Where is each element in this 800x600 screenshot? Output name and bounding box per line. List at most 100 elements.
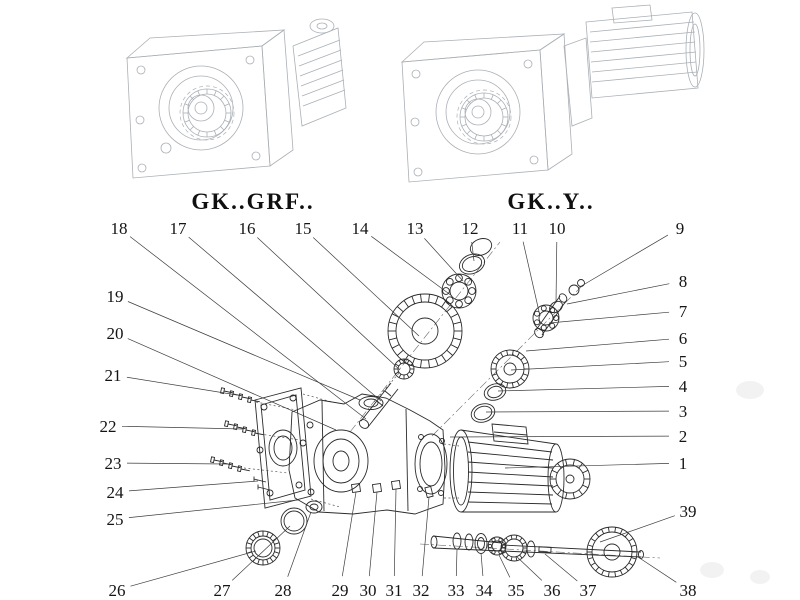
gearbox-grf-illustration (125, 18, 347, 179)
leader-line-27 (231, 525, 291, 581)
leader-line-3 (485, 410, 670, 413)
callout-number-15: 15 (295, 219, 312, 238)
callout-number-11: 11 (512, 219, 528, 238)
leader-line-6 (525, 338, 670, 352)
generated-parts (209, 273, 638, 578)
callout-number-3: 3 (679, 402, 688, 421)
callout-number-38: 38 (680, 581, 697, 600)
leader-line-36 (515, 555, 543, 581)
leader-line-30 (368, 491, 378, 577)
leader-line-24 (128, 480, 259, 492)
callout-number-4: 4 (679, 377, 688, 396)
leader-line-1 (504, 463, 670, 469)
leader-line-15 (312, 237, 420, 337)
gear-housing (288, 393, 448, 515)
leader-line-14 (371, 236, 453, 297)
leader-line-20 (127, 338, 337, 431)
shims-and-keys (350, 479, 434, 499)
callout-number-5: 5 (679, 352, 688, 371)
callout-number-29: 29 (332, 581, 349, 600)
callout-number-6: 6 (679, 329, 688, 348)
callout-number-17: 17 (170, 219, 188, 238)
callout-number-9: 9 (676, 219, 685, 238)
callout-number-35: 35 (508, 581, 525, 600)
watermark-smudge (700, 562, 724, 578)
leader-line-18 (129, 236, 367, 420)
callout-number-2: 2 (679, 427, 688, 446)
exploded-view (209, 238, 661, 578)
electric-motor (449, 423, 591, 513)
leader-line-16 (257, 237, 401, 371)
leader-line-33 (455, 548, 458, 577)
gearbox-motor-illustration (400, 4, 705, 183)
axis-input (349, 241, 501, 433)
leader-line-31 (393, 488, 397, 577)
callout-number-34: 34 (476, 581, 494, 600)
leader-line-32 (421, 496, 430, 577)
leader-line-17 (188, 236, 382, 402)
callout-number-25: 25 (107, 510, 124, 529)
callout-number-23: 23 (105, 454, 122, 473)
leader-line-22 (121, 425, 244, 430)
model-label-y: GK..Y.. (507, 189, 595, 214)
callout-number-33: 33 (448, 581, 465, 600)
leader-line-39 (599, 515, 675, 543)
washers-bevel (470, 383, 507, 423)
leader-line-9 (577, 234, 669, 289)
callout-number-20: 20 (107, 324, 124, 343)
callout-number-39: 39 (680, 502, 697, 521)
callout-number-32: 32 (413, 581, 430, 600)
callout-number-37: 37 (580, 581, 598, 600)
leader-line-29 (341, 491, 357, 577)
callout-number-21: 21 (105, 366, 122, 385)
bevel-pinion-shaft (534, 279, 585, 339)
seal-rings-input (458, 238, 493, 275)
watermark-smudge (736, 381, 764, 399)
leader-line-8 (566, 283, 670, 305)
seal-parts-lower-left (280, 500, 323, 535)
watermark-smudge (750, 570, 770, 584)
callout-number-12: 12 (462, 219, 479, 238)
callout-number-18: 18 (111, 219, 128, 238)
output-shaft-assembly (430, 532, 644, 559)
leader-line-23 (126, 462, 228, 465)
leader-line-34 (480, 552, 484, 577)
callout-number-27: 27 (214, 581, 232, 600)
leader-line-25 (128, 499, 299, 518)
leader-line-10 (555, 241, 558, 304)
callout-number-19: 19 (107, 287, 124, 306)
callout-number-31: 31 (386, 581, 403, 600)
callout-number-30: 30 (360, 581, 377, 600)
mounting-flange-plate (254, 387, 312, 509)
callout-number-36: 36 (544, 581, 561, 600)
input-shaft (358, 382, 399, 429)
model-label-grf: GK..GRF.. (191, 189, 315, 214)
leader-line-38 (637, 556, 677, 583)
callout-number-8: 8 (679, 272, 688, 291)
leader-line-37 (544, 553, 578, 582)
callout-number-1: 1 (679, 454, 688, 473)
callout-number-14: 14 (352, 219, 370, 238)
leader-line-12 (471, 241, 475, 262)
leader-line-28 (287, 511, 312, 577)
callout-number-16: 16 (239, 219, 256, 238)
leader-line-4 (497, 386, 670, 392)
leader-line-2 (449, 435, 670, 438)
callout-number-13: 13 (407, 219, 424, 238)
leader-line-26 (130, 550, 257, 587)
leader-line-11 (522, 241, 541, 317)
callout-number-22: 22 (100, 417, 117, 436)
leader-line-13 (424, 238, 464, 282)
callout-number-24: 24 (107, 483, 125, 502)
leader-line-35 (498, 554, 511, 578)
leader-line-7 (548, 311, 670, 324)
leader-line-21 (126, 376, 238, 396)
callout-number-7: 7 (679, 302, 688, 321)
leader-line-5 (510, 361, 670, 371)
axis-bevel (431, 283, 585, 437)
callout-number-26: 26 (109, 581, 126, 600)
callout-number-10: 10 (549, 219, 566, 238)
